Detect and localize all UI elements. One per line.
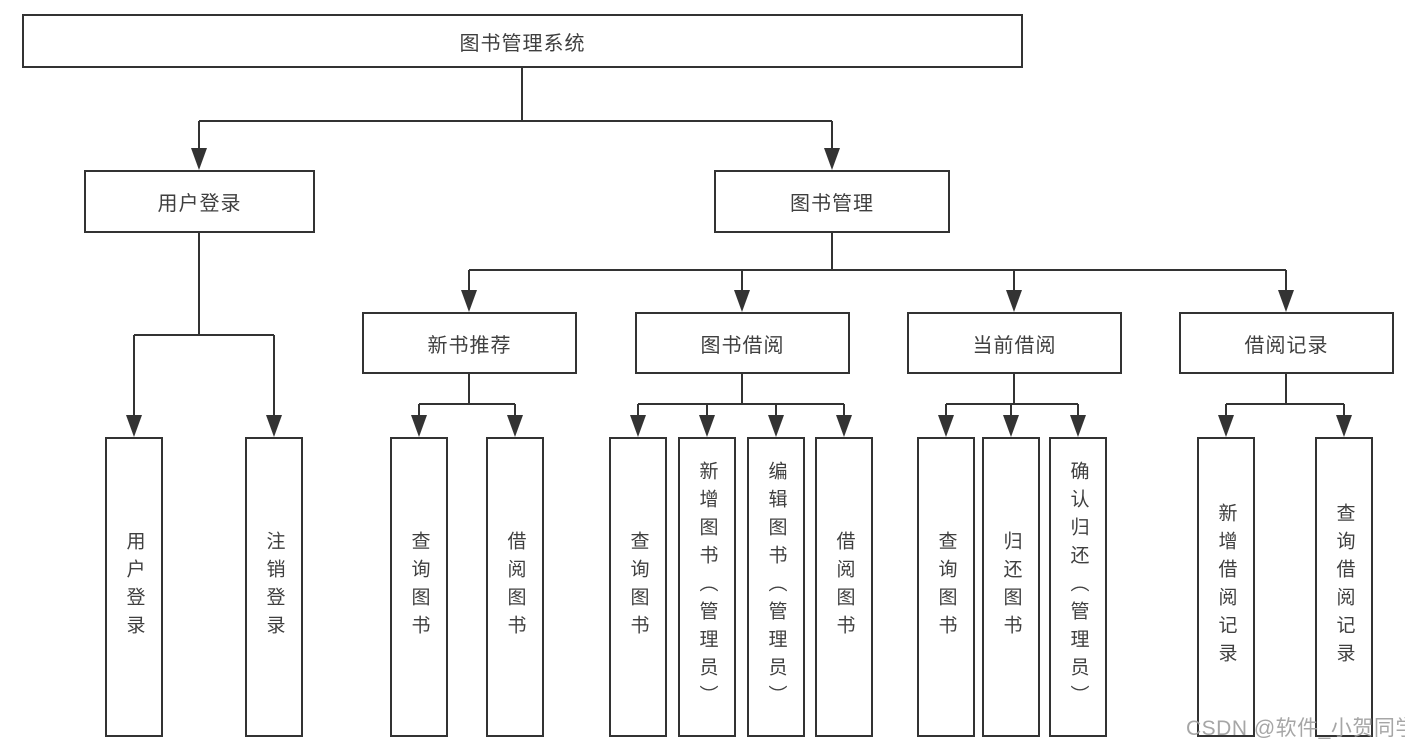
node-label: 注销登录: [263, 531, 285, 643]
leaf-query-borrow-record: 查询借阅记录: [1315, 437, 1373, 737]
node-label: 新增图书（管理员）: [696, 461, 718, 713]
node-label: 用户登录: [123, 531, 145, 643]
node-current-borrow: 当前借阅: [907, 312, 1122, 374]
node-label: 归还图书: [1000, 531, 1022, 643]
leaf-query-books-recommend: 查询图书: [390, 437, 448, 737]
csdn-watermark: CSDN @软件_小贺同学: [1186, 717, 1405, 740]
leaf-query-books-current: 查询图书: [917, 437, 975, 737]
leaf-user-login: 用户登录: [105, 437, 163, 737]
node-user-login: 用户登录: [84, 170, 315, 233]
leaf-query-books-borrow: 查询图书: [609, 437, 667, 737]
node-new-book-recommend: 新书推荐: [362, 312, 577, 374]
node-label: 借阅图书: [504, 531, 526, 643]
node-label: 图书管理系统: [459, 32, 586, 55]
leaf-edit-book-admin: 编辑图书（管理员）: [747, 437, 805, 737]
node-label: 查询图书: [935, 531, 957, 643]
node-book-borrow: 图书借阅: [635, 312, 850, 374]
leaf-add-book-admin: 新增图书（管理员）: [678, 437, 736, 737]
node-label: 新书推荐: [427, 334, 512, 357]
arrowheads: [126, 148, 1352, 437]
node-label: 当前借阅: [972, 334, 1057, 357]
node-borrow-record: 借阅记录: [1179, 312, 1394, 374]
node-book-management: 图书管理: [714, 170, 950, 233]
node-label: 用户登录: [157, 193, 242, 215]
leaf-borrow-books: 借阅图书: [815, 437, 873, 737]
node-label: 新增借阅记录: [1215, 503, 1237, 671]
node-label: 查询图书: [627, 531, 649, 643]
leaf-add-borrow-record: 新增借阅记录: [1197, 437, 1255, 737]
leaf-confirm-return-admin: 确认归还（管理员）: [1049, 437, 1107, 737]
node-label: 图书管理: [790, 193, 874, 215]
node-label: 查询图书: [408, 531, 430, 643]
node-label: 确认归还（管理员）: [1067, 461, 1089, 713]
node-label: 查询借阅记录: [1333, 503, 1355, 671]
node-label: 图书借阅: [700, 334, 785, 357]
node-label: 编辑图书（管理员）: [765, 461, 787, 713]
node-label: 借阅记录: [1244, 334, 1329, 357]
leaf-return-books: 归还图书: [982, 437, 1040, 737]
node-library-management-system: 图书管理系统: [22, 14, 1023, 68]
leaf-logout: 注销登录: [245, 437, 303, 737]
node-label: 借阅图书: [833, 531, 855, 643]
leaf-borrow-books-recommend: 借阅图书: [486, 437, 544, 737]
